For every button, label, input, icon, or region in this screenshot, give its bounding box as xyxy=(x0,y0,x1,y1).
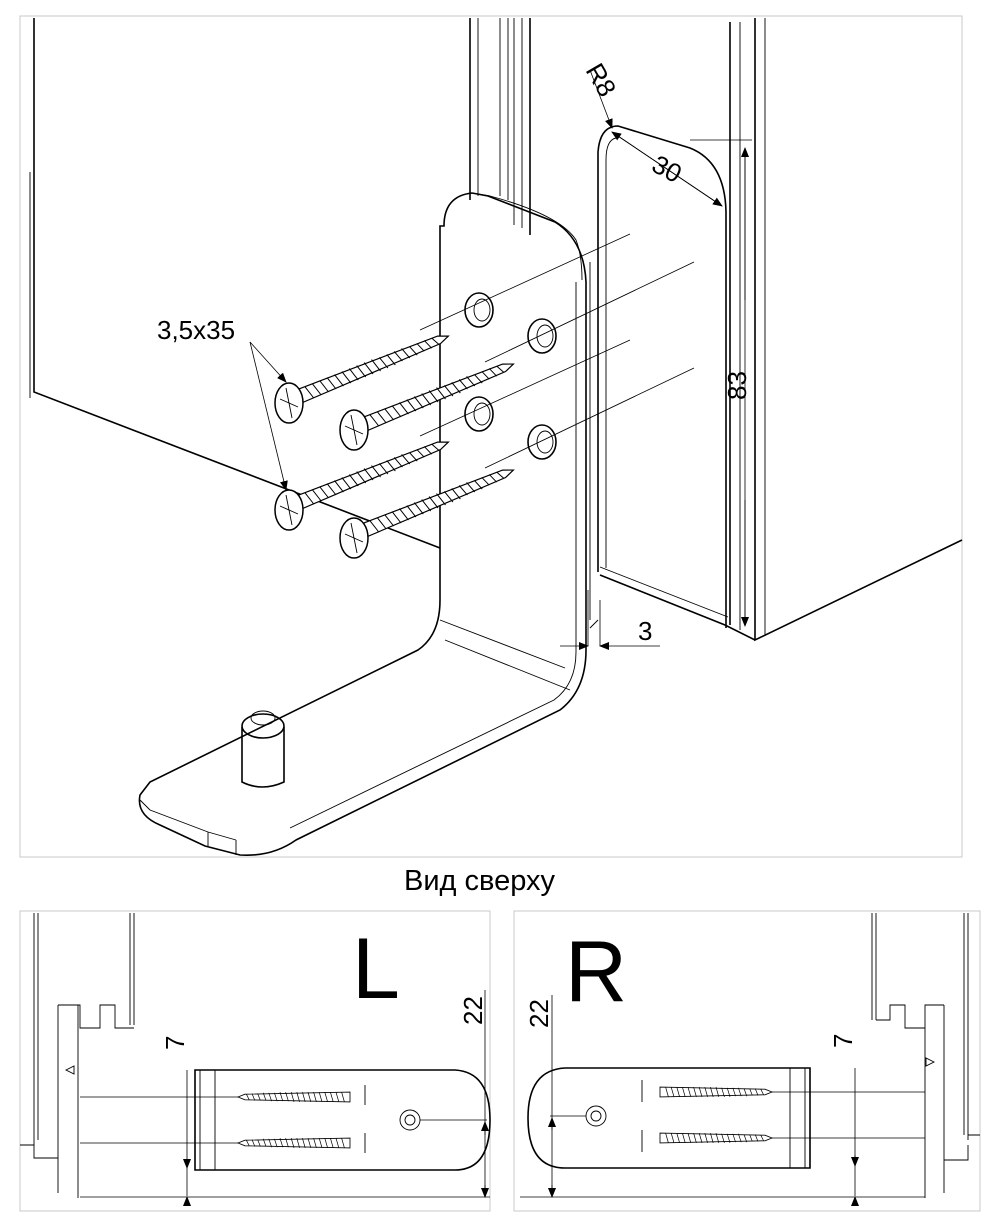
screw-1 xyxy=(296,328,452,404)
main-view-frame xyxy=(19,15,963,858)
width-label: 30 xyxy=(647,149,687,189)
right-offset-label: 7 xyxy=(828,1034,858,1048)
screw-spec-callout: 3,5x35 xyxy=(157,315,288,491)
left-offset-label: 7 xyxy=(160,1036,190,1050)
left-letter: L xyxy=(352,921,400,1017)
right-depth-label: 22 xyxy=(524,999,554,1028)
width-dimension: 30 xyxy=(611,131,723,207)
detail-right-screw-1 xyxy=(659,1086,773,1098)
l-bracket xyxy=(138,192,587,857)
screw-head-4 xyxy=(339,517,369,559)
top-view-title: Вид сверху xyxy=(404,865,556,897)
left-cabinet-panel xyxy=(29,18,509,549)
bracket-holes xyxy=(464,292,557,460)
screw-axis-lines xyxy=(419,233,695,469)
radius-dimension: R8 xyxy=(580,58,623,129)
gap-dimension: 3 xyxy=(560,590,660,650)
gap-label: 3 xyxy=(638,616,652,646)
right-cabinet-panel xyxy=(599,18,963,642)
detail-right: R 7 22 xyxy=(513,910,981,1212)
screw-3 xyxy=(296,434,452,510)
screw-head-1 xyxy=(274,382,304,424)
detail-left-screw-1 xyxy=(237,1091,351,1103)
detail-right-frame xyxy=(513,910,981,1212)
screw-4 xyxy=(361,462,517,538)
detail-left-frame xyxy=(19,910,491,1212)
detail-right-screw-2 xyxy=(659,1132,773,1144)
height-label: 83 xyxy=(722,371,752,400)
door-profile xyxy=(513,18,531,235)
screw-spec-label: 3,5x35 xyxy=(157,315,235,345)
radius-label: R8 xyxy=(580,58,623,102)
left-depth-label: 22 xyxy=(458,996,488,1025)
detail-left-screw-2 xyxy=(237,1137,351,1149)
detail-left: L 7 22 xyxy=(19,910,491,1212)
screw-head-2 xyxy=(339,409,369,451)
right-letter: R xyxy=(565,924,627,1020)
door-edge xyxy=(589,125,727,629)
height-dimension: 83 xyxy=(690,139,752,627)
screw-head-3 xyxy=(274,489,304,531)
main-view: 3,5x35 R8 30 83 3 xyxy=(19,15,963,858)
